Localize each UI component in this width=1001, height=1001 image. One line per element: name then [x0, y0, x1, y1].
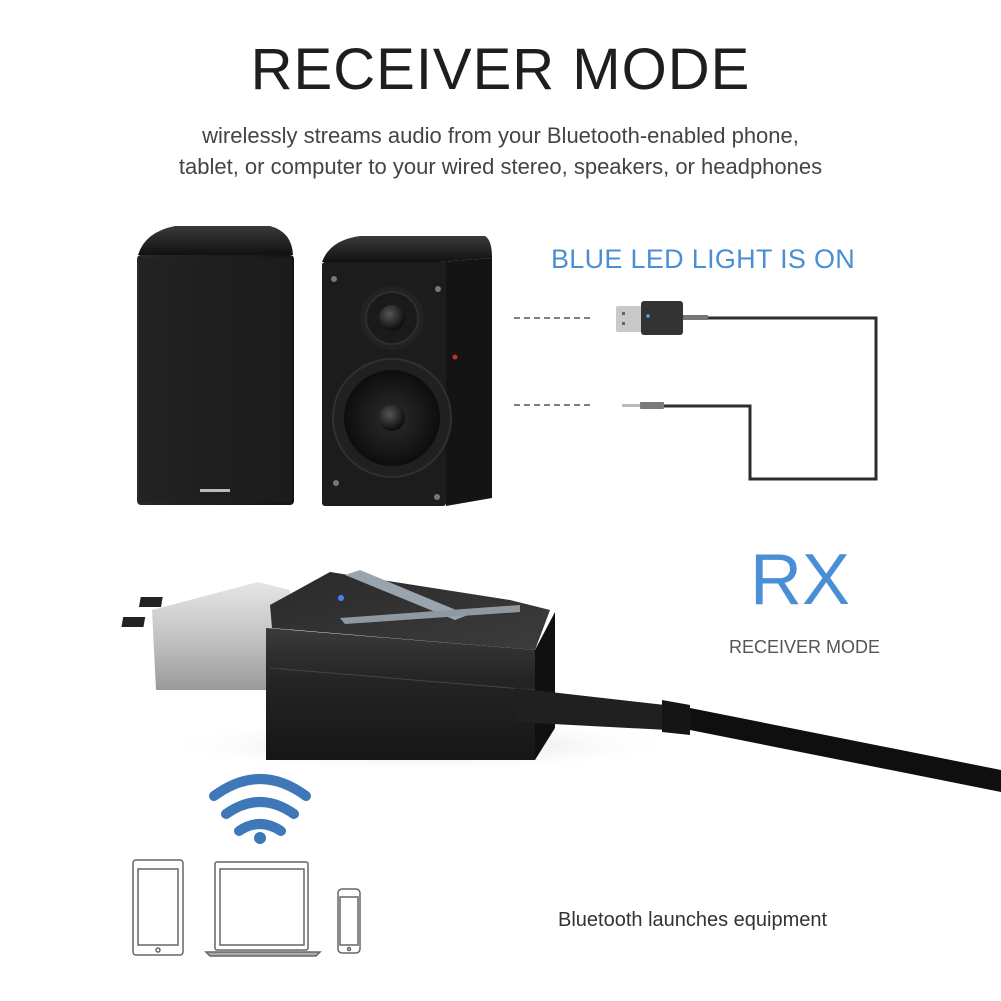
- mode-code: RX: [750, 540, 851, 620]
- subtitle-line-2: tablet, or computer to your wired stereo…: [178, 154, 823, 179]
- subtitle: wirelessly streams audio from your Bluet…: [0, 120, 1001, 182]
- speakers-image: [137, 226, 492, 506]
- wifi-icon: [209, 774, 311, 844]
- tablet-icon: [132, 859, 184, 956]
- laptop-icon: [204, 861, 322, 957]
- audio-jack-icon: [622, 402, 664, 409]
- subtitle-line-1: wirelessly streams audio from your Bluet…: [202, 123, 799, 148]
- usb-adapter-image: [121, 570, 1001, 792]
- page-title: RECEIVER MODE: [250, 37, 751, 102]
- led-status-label: BLUE LED LIGHT IS ON: [551, 244, 856, 274]
- devices-label: Bluetooth launches equipment: [558, 909, 828, 931]
- usb-receiver-icon: [616, 301, 878, 481]
- mode-label: RECEIVER MODE: [729, 637, 881, 657]
- phone-icon: [337, 888, 361, 954]
